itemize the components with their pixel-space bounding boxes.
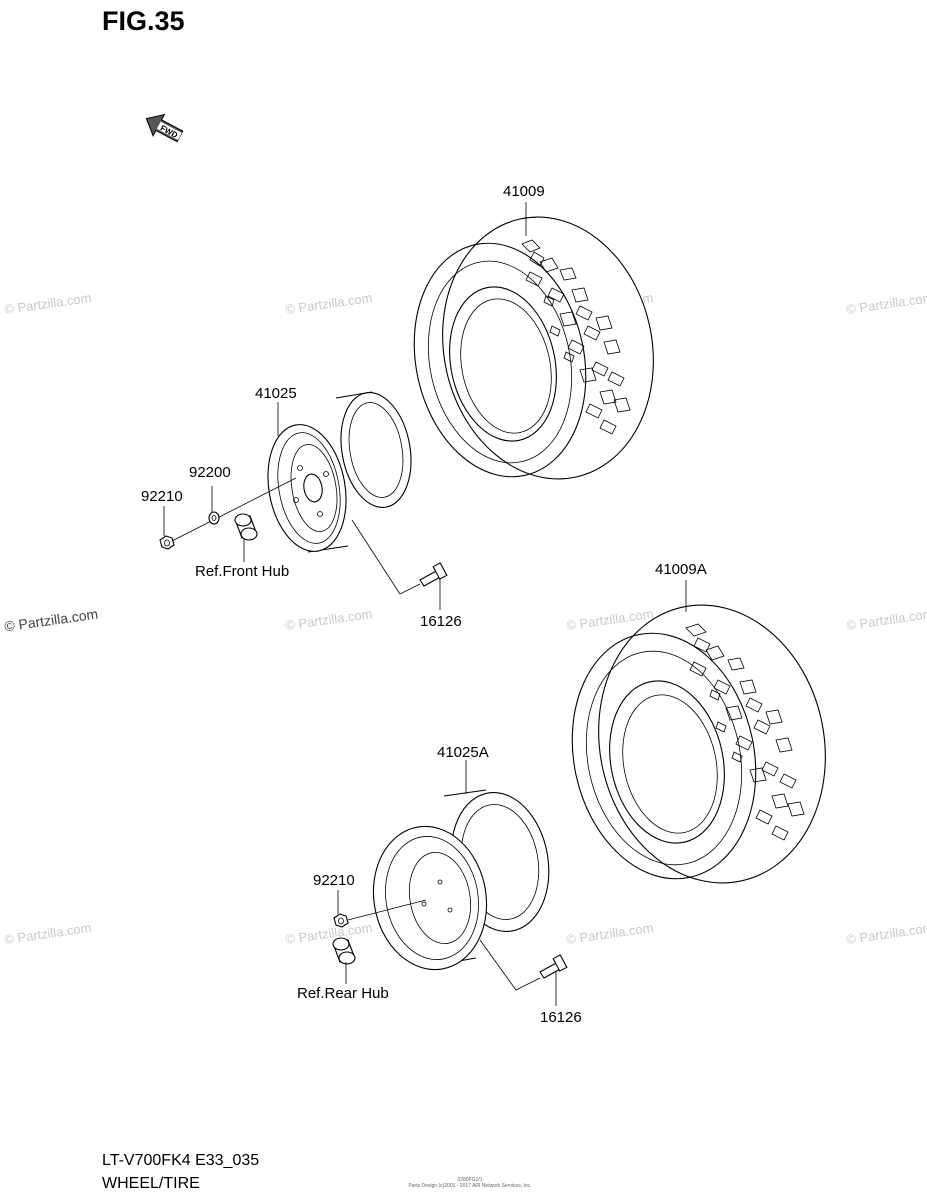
copyright-line-1: 0280FG1/1 (457, 1177, 483, 1183)
part-label-washer: 92200 (189, 464, 231, 481)
copyright-notice: 0280FG1/1 Parts Design (c)2001 - 2017 AR… (400, 1177, 540, 1189)
part-label-wheel-rear: 41025A (437, 744, 489, 761)
part-label-valve-rear: 16126 (540, 1009, 582, 1026)
washer-92200 (208, 511, 220, 525)
rear-hub-spacer (332, 937, 356, 965)
part-label-wheel-front: 41025 (255, 385, 297, 402)
wheel-front (267, 391, 412, 553)
leader-line (339, 899, 427, 923)
figure-title: FIG.35 (102, 6, 185, 36)
footer-code: LT-V700FK4 E33_035 (102, 1152, 260, 1169)
ref-label-rear-hub: Ref.Rear Hub (297, 985, 389, 1002)
wheel-rear (372, 760, 550, 971)
valve-16126-rear (539, 954, 568, 979)
valve-16126-front (419, 562, 448, 587)
tire-tread (521, 239, 631, 435)
leader-line (479, 939, 541, 991)
leader-line (351, 519, 421, 595)
nut-92210-rear (333, 913, 349, 928)
tire-rear (571, 580, 826, 884)
ref-label-front-hub: Ref.Front Hub (195, 563, 290, 580)
footer-name: WHEEL/TIRE (102, 1175, 200, 1192)
part-label-nut-front: 92210 (141, 488, 183, 505)
tire-tread (685, 623, 805, 841)
copyright-line-2: Parts Design (c)2001 - 2017 ARI Network … (408, 1183, 532, 1189)
part-label-nut-rear: 92210 (313, 872, 355, 889)
part-label-valve-front: 16126 (420, 613, 462, 630)
front-hub-spacer (234, 513, 258, 541)
tire-front (413, 202, 654, 480)
part-label-tire-rear: 41009A (655, 561, 707, 578)
part-label-tire-front: 41009 (503, 183, 545, 200)
nut-92210-front (159, 535, 175, 550)
fwd-arrow-icon: FWD (145, 113, 184, 143)
leader-line (169, 477, 297, 543)
